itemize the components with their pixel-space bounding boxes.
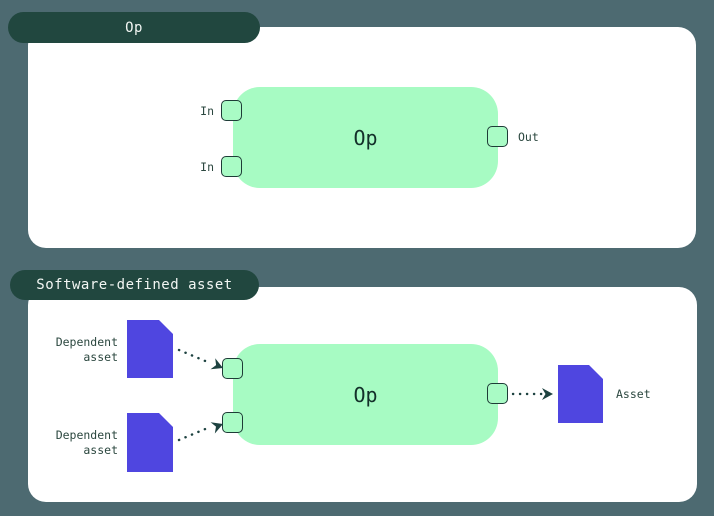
input-port-2 xyxy=(221,156,242,177)
tab-software-defined-asset: Software-defined asset xyxy=(10,270,259,300)
dependent-asset-2-line1: Dependent xyxy=(55,428,118,442)
output-label: Out xyxy=(518,130,539,144)
tab-sda-label: Software-defined asset xyxy=(36,277,233,293)
sda-input-port-1 xyxy=(222,358,243,379)
dependent-asset-icon-2 xyxy=(127,413,173,472)
asset-label: Asset xyxy=(616,387,651,401)
sda-input-port-2 xyxy=(222,412,243,433)
input-port-1 xyxy=(221,100,242,121)
sda-op-node-label: Op xyxy=(353,382,378,407)
op-node-label: Op xyxy=(353,125,378,150)
asset-icon xyxy=(558,365,603,423)
dependent-asset-2-line2: asset xyxy=(83,442,118,457)
input-1-label: In xyxy=(200,104,214,118)
sda-output-port xyxy=(487,383,508,404)
sda-op-node: Op xyxy=(233,344,498,445)
output-port xyxy=(487,126,508,147)
tab-op-label: Op xyxy=(125,19,143,36)
input-2-label: In xyxy=(200,160,214,174)
dependent-asset-icon-1 xyxy=(127,320,173,378)
dependent-asset-1-line1: Dependent xyxy=(55,335,118,349)
dependent-asset-1-line2: asset xyxy=(83,349,118,364)
tab-op: Op xyxy=(8,12,260,43)
op-node: Op xyxy=(233,87,498,188)
